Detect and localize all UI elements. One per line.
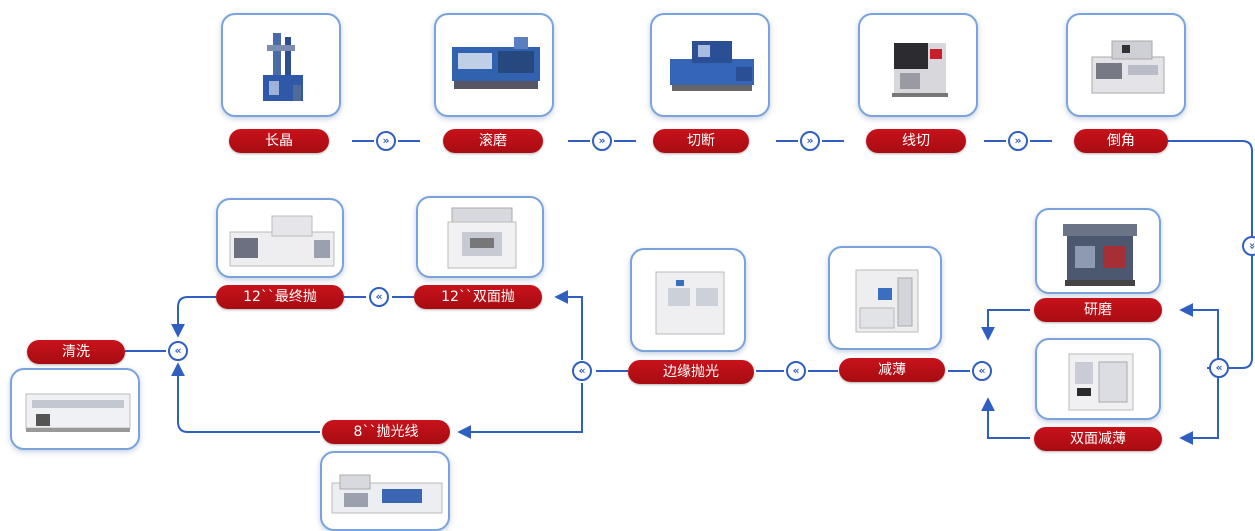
step-label-8in-polish-line: 8``抛光线 bbox=[322, 420, 450, 444]
double-side-thinning-machine-image bbox=[1035, 338, 1161, 420]
8in-polish-line-machine-image bbox=[320, 451, 450, 531]
lapping-machine-image bbox=[1035, 208, 1161, 294]
connector-line bbox=[1166, 141, 1252, 236]
back-arrow-icon: « bbox=[786, 361, 806, 381]
branch-arrow-icon: « bbox=[572, 361, 592, 381]
cutting-machine-image bbox=[650, 13, 770, 117]
down-arrow-icon: » bbox=[1242, 236, 1255, 256]
connector-line bbox=[988, 400, 1030, 438]
forward-arrow-icon: » bbox=[592, 131, 612, 151]
wire-saw-machine-image bbox=[858, 13, 978, 117]
forward-arrow-icon: » bbox=[1008, 131, 1028, 151]
step-label-double-side-thinning: 双面减薄 bbox=[1034, 427, 1162, 451]
back-arrow-icon: « bbox=[1209, 358, 1229, 378]
forward-arrow-icon: » bbox=[800, 131, 820, 151]
thinning-machine-image bbox=[828, 246, 942, 350]
connector-line bbox=[988, 310, 1030, 338]
back-arrow-icon: « bbox=[972, 361, 992, 381]
crystal-growth-machine-image bbox=[221, 13, 341, 117]
step-label-roll-grinding: 滚磨 bbox=[443, 129, 543, 153]
back-arrow-icon: « bbox=[369, 287, 389, 307]
step-label-edge-polishing: 边缘抛光 bbox=[628, 360, 754, 384]
connector-line bbox=[1182, 368, 1218, 438]
12in-final-polish-machine-image bbox=[216, 198, 344, 278]
step-label-lapping: 研磨 bbox=[1034, 298, 1162, 322]
12in-double-side-polish-machine-image bbox=[416, 196, 544, 278]
step-label-crystal-growth: 长晶 bbox=[229, 129, 329, 153]
connector-line bbox=[557, 297, 582, 360]
connector-line bbox=[178, 297, 216, 335]
step-label-12in-final-polish: 12``最终抛 bbox=[216, 285, 344, 309]
grinding-roll-machine-image bbox=[434, 13, 554, 117]
step-label-thinning: 减薄 bbox=[839, 358, 945, 382]
merge-arrow-icon: « bbox=[168, 341, 188, 361]
chamfering-machine-image bbox=[1066, 13, 1186, 117]
step-label-chamfering: 倒角 bbox=[1074, 129, 1168, 153]
step-label-cleaning: 清洗 bbox=[27, 340, 125, 364]
connector-line bbox=[178, 365, 320, 432]
step-label-12in-double-side-polish: 12``双面抛 bbox=[414, 285, 542, 309]
connector-line bbox=[460, 383, 582, 432]
step-label-cutting: 切断 bbox=[653, 129, 749, 153]
edge-polishing-machine-image bbox=[630, 248, 746, 352]
forward-arrow-icon: » bbox=[376, 131, 396, 151]
connector-line bbox=[1229, 256, 1252, 368]
cleaning-machine-image bbox=[10, 368, 140, 450]
step-label-wire-saw: 线切 bbox=[866, 129, 966, 153]
